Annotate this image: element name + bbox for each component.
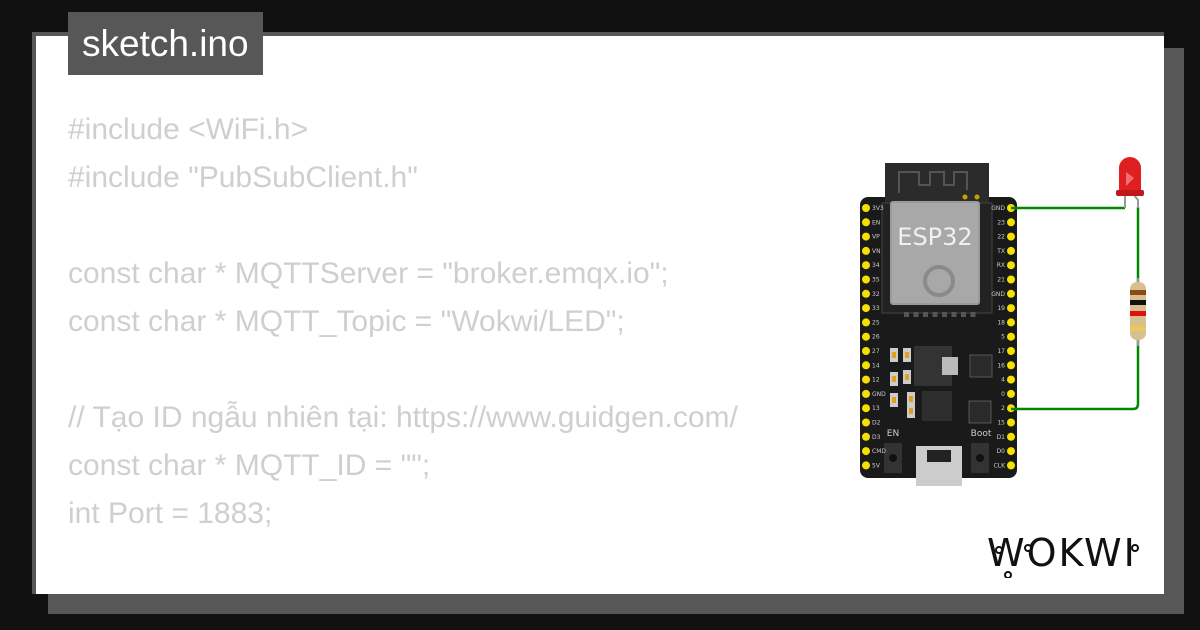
pin-label: 12 — [872, 377, 880, 384]
code-preview: #include <WiFi.h> #include "PubSubClient.… — [68, 106, 738, 594]
chip-label: ESP32 — [897, 223, 972, 251]
pin-VN[interactable] — [862, 246, 870, 255]
pin-26[interactable] — [862, 332, 870, 341]
pin-label: 22 — [997, 234, 1005, 241]
pin-label: 23 — [997, 219, 1005, 226]
wires — [1011, 206, 1140, 411]
pin-label: D0 — [997, 448, 1006, 455]
pin-label: 16 — [997, 362, 1005, 369]
pin-VP[interactable] — [862, 232, 870, 241]
pin-label: D3 — [872, 434, 881, 441]
pin-label: 15 — [997, 420, 1005, 427]
pin-label: 17 — [997, 348, 1005, 355]
pin-CLK[interactable] — [1007, 461, 1015, 470]
pin-19[interactable] — [1007, 304, 1015, 313]
code-line: const char * MQTTServer = "broker.emqx.i… — [68, 257, 669, 290]
pin-D3[interactable] — [862, 432, 870, 441]
pin-label: EN — [872, 219, 880, 226]
pin-label: 25 — [872, 319, 880, 326]
logo-text: WOKWI — [987, 531, 1137, 575]
pin-label: VP — [872, 234, 880, 241]
pin-RX[interactable] — [1007, 261, 1015, 270]
code-line: WiFiClient espClient; — [68, 586, 738, 594]
espressif-logo-icon — [923, 265, 955, 297]
pin-label: 26 — [872, 334, 880, 341]
pin-D2[interactable] — [862, 418, 870, 427]
pin-23[interactable] — [1007, 218, 1015, 227]
pin-label: CLK — [994, 462, 1007, 469]
pin-label: 27 — [872, 348, 880, 355]
code-line: const char * MQTT_ID = ""; — [68, 449, 431, 482]
pin-13[interactable] — [862, 404, 870, 413]
pin-label: 33 — [872, 305, 880, 312]
pin-label: 3V3 — [872, 205, 884, 212]
pin-0[interactable] — [1007, 389, 1015, 398]
pin-label: 34 — [872, 262, 880, 269]
pin-12[interactable] — [862, 375, 870, 384]
pin-label: 5 — [1001, 334, 1005, 341]
pin-label: GND — [991, 291, 1005, 298]
pin-CMD[interactable] — [862, 447, 870, 456]
pin-33[interactable] — [862, 304, 870, 313]
pin-label: 4 — [1001, 377, 1005, 384]
pin-4[interactable] — [1007, 375, 1015, 384]
pin-label: VN — [872, 248, 881, 255]
pin-21[interactable] — [1007, 275, 1015, 284]
pin-34[interactable] — [862, 261, 870, 270]
pin-5V[interactable] — [862, 461, 870, 470]
pin-label: 32 — [872, 291, 880, 298]
pin-17[interactable] — [1007, 347, 1015, 355]
pin-25[interactable] — [862, 318, 870, 327]
code-line: int Port = 1883; — [68, 497, 273, 530]
pin-label: 18 — [997, 319, 1005, 326]
pin-label: TX — [996, 248, 1005, 255]
pin-label: CMD — [872, 448, 886, 455]
pin-label: GND — [991, 205, 1005, 212]
pin-label: 35 — [872, 277, 880, 284]
pin-D1[interactable] — [1007, 432, 1015, 441]
pin-D0[interactable] — [1007, 447, 1015, 456]
pin-label: 14 — [872, 362, 880, 369]
pin-32[interactable] — [862, 289, 870, 298]
pin-TX[interactable] — [1007, 246, 1015, 255]
pin-label: 0 — [1001, 391, 1005, 398]
code-line: const char * MQTT_Topic = "Wokwi/LED"; — [68, 305, 625, 338]
pin-35[interactable] — [862, 275, 870, 284]
pin-3V3[interactable] — [862, 204, 870, 212]
code-line: // Tạo ID ngẫu nhiên tại: https://www.gu… — [68, 401, 738, 434]
pin-label: 2 — [1001, 405, 1005, 412]
wire-pin2[interactable] — [1011, 207, 1140, 411]
pin-27[interactable] — [862, 347, 870, 355]
pin-label: GND — [872, 391, 886, 398]
led[interactable] — [1116, 157, 1144, 208]
pin-EN[interactable] — [862, 218, 870, 227]
pin-label: 13 — [872, 405, 880, 412]
antenna-icon — [885, 163, 989, 205]
en-label: EN — [887, 429, 899, 439]
pin-GND[interactable] — [1007, 289, 1015, 298]
code-line: #include "PubSubClient.h" — [68, 161, 418, 194]
resistor[interactable] — [1130, 278, 1146, 346]
esp32-board: ESP32 EN Boot 3V3ENVPVN34353233252627141… — [860, 163, 1017, 486]
pin-GND[interactable] — [862, 389, 870, 398]
pin-18[interactable] — [1007, 318, 1015, 327]
pin-16[interactable] — [1007, 361, 1015, 370]
pin-label: D1 — [997, 434, 1006, 441]
boot-label: Boot — [971, 429, 992, 439]
pin-14[interactable] — [862, 361, 870, 370]
pin-15[interactable] — [1007, 418, 1015, 427]
pin-22[interactable] — [1007, 232, 1015, 241]
pin-label: 5V — [872, 462, 881, 469]
pin-label: 19 — [997, 305, 1005, 312]
pin-label: RX — [997, 262, 1005, 269]
code-line: #include <WiFi.h> — [68, 113, 309, 146]
pin-label: D2 — [872, 420, 881, 427]
wokwi-logo: WOKWI — [987, 531, 1139, 578]
file-tab: sketch.ino — [68, 12, 263, 75]
pin-label: 21 — [997, 277, 1005, 284]
pin-5[interactable] — [1007, 332, 1015, 341]
